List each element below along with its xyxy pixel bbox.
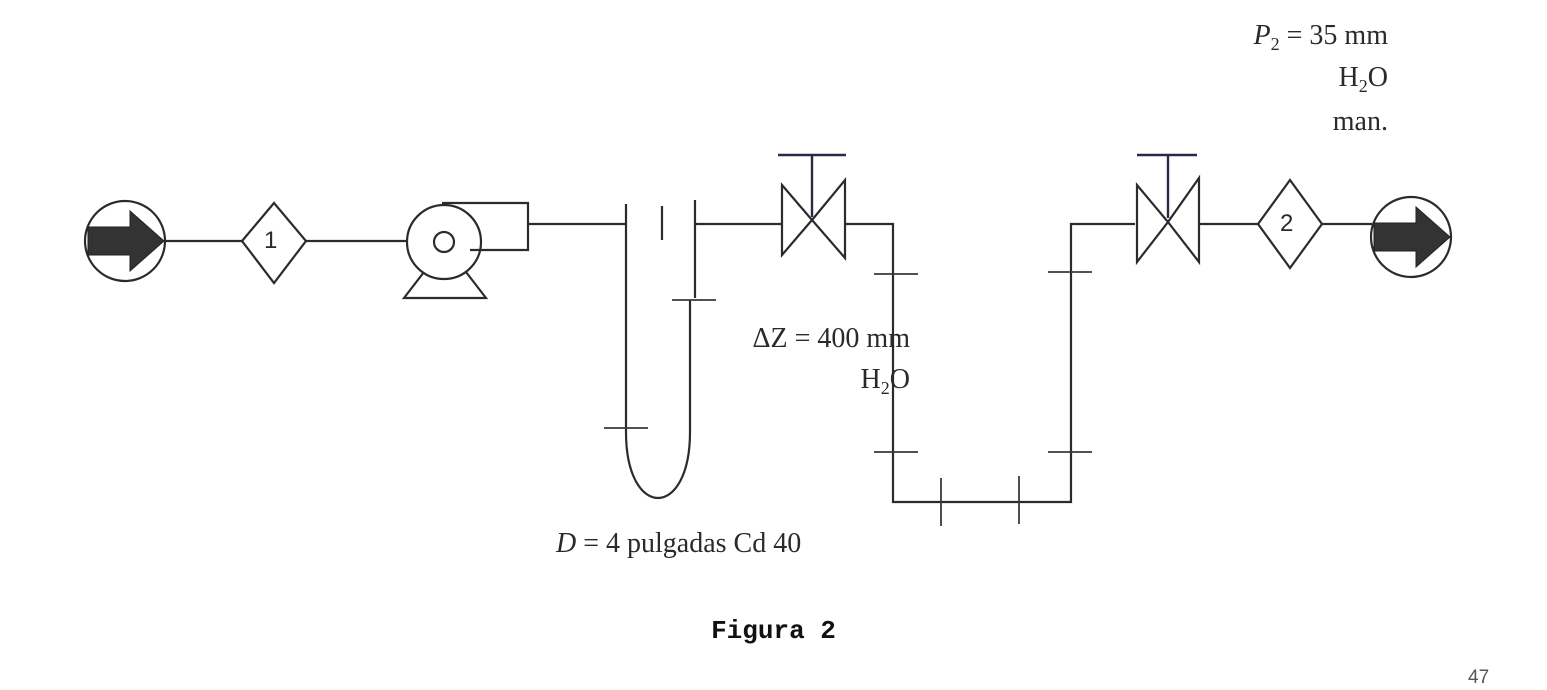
figure-caption: Figura 2 (711, 616, 836, 646)
page-number: 47 (1468, 667, 1490, 688)
pipe-diameter-label: D = 4 pulgadas Cd 40 (556, 528, 802, 559)
p2-note-label: man. (1332, 106, 1388, 137)
valve-1-icon (778, 153, 847, 261)
inlet-arrow-icon (83, 199, 167, 283)
pipe-flanges (874, 271, 1092, 526)
point-1-marker (240, 201, 308, 285)
point-2-label: 2 (1280, 210, 1294, 237)
valve-2-icon (1135, 153, 1201, 266)
pump-icon (401, 201, 530, 300)
delta-z-unit-label: H2O (860, 364, 910, 398)
u-tube-manometer (604, 204, 716, 500)
p2-pressure-label: P2 = 35 mm (1253, 20, 1388, 54)
orifice-plate-icon (660, 200, 782, 298)
delta-z-label: ΔZ = 400 mm (752, 323, 910, 354)
pipe-segment (845, 222, 1135, 504)
outlet-arrow-icon (1369, 195, 1453, 279)
point-1-label: 1 (264, 227, 278, 254)
p2-unit-label: H2O (1338, 62, 1388, 96)
point-2-marker (1256, 178, 1324, 270)
